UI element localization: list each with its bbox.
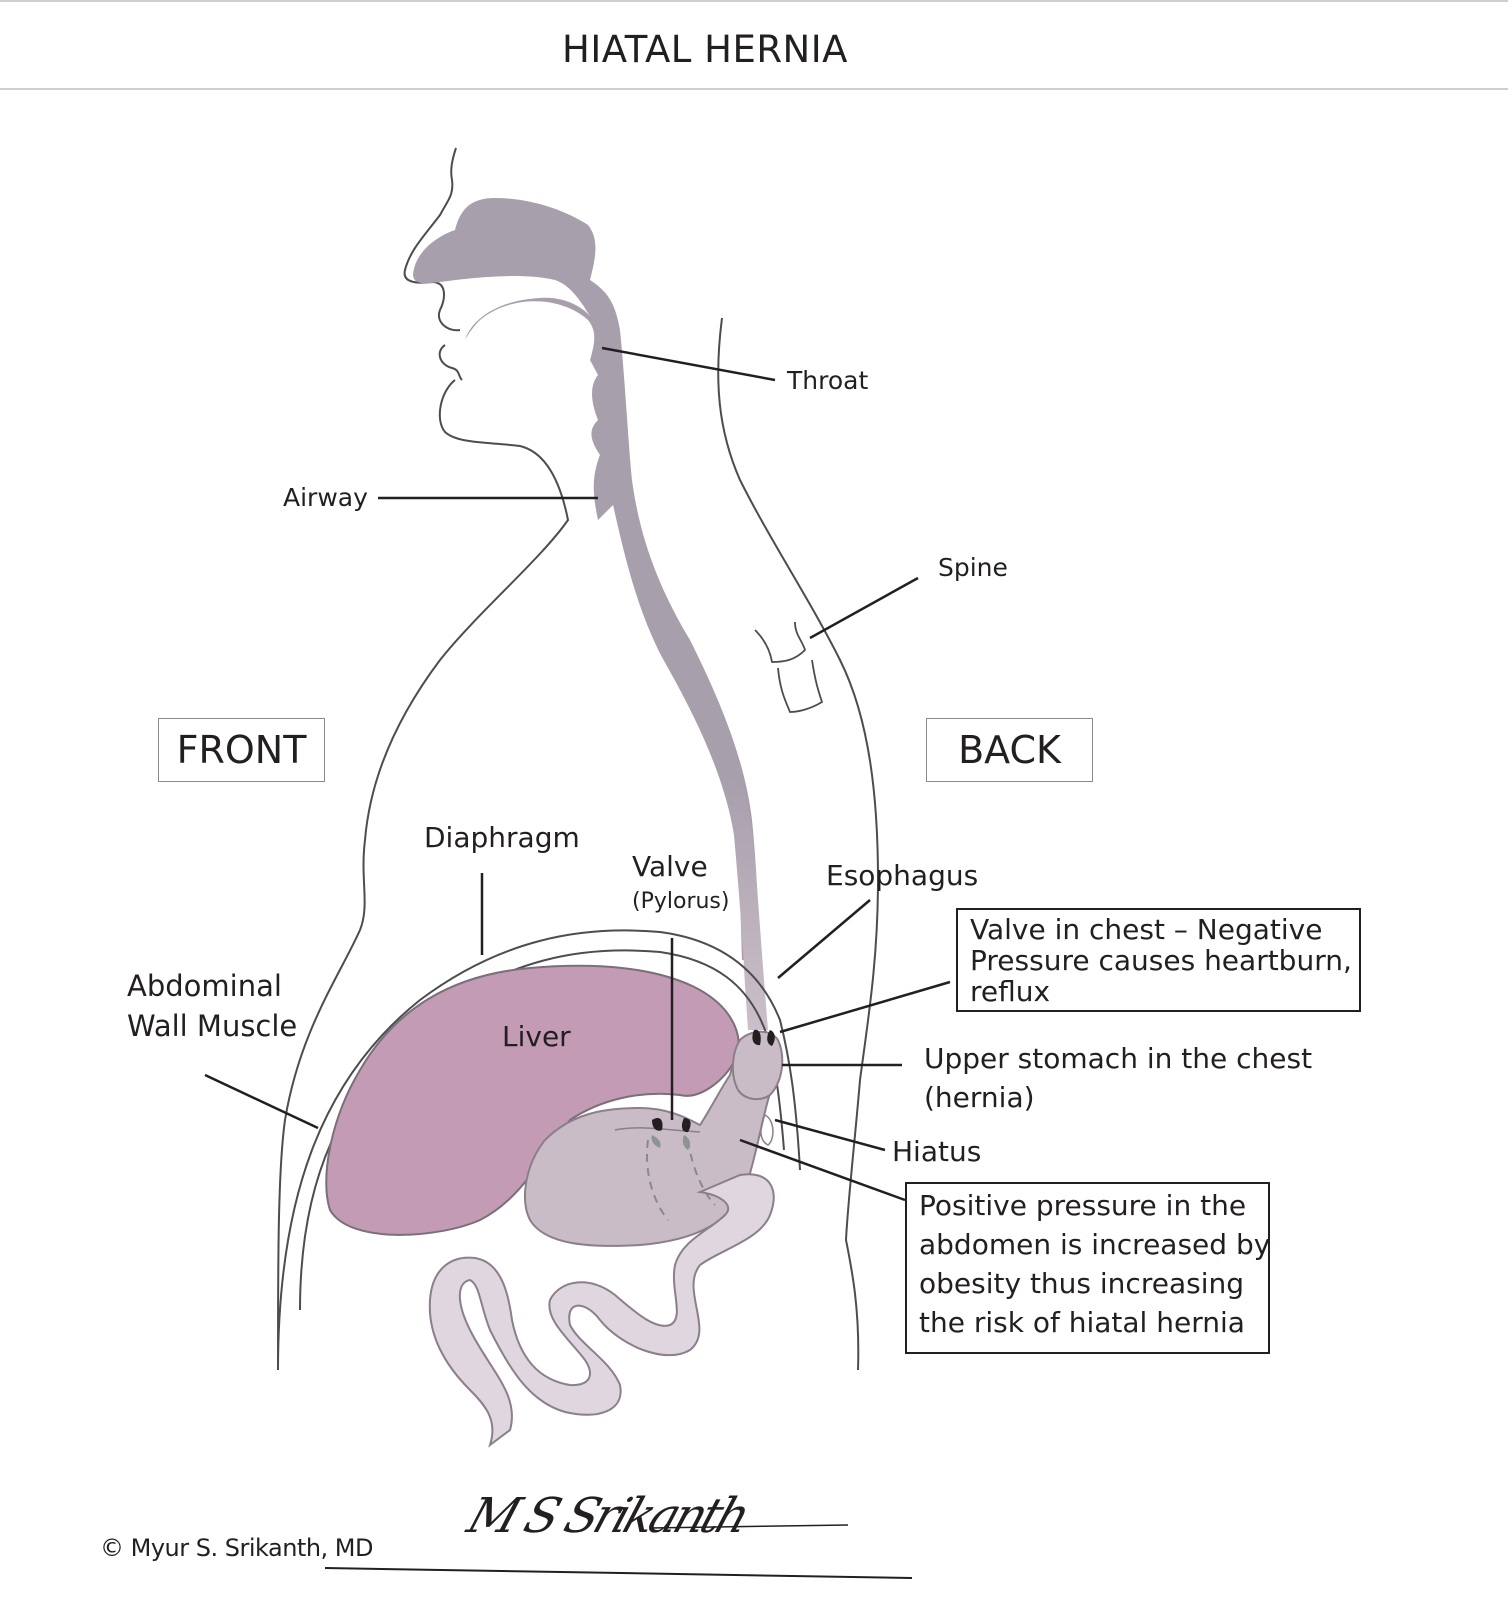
- note-pressure-line-1: Positive pressure in the: [919, 1189, 1247, 1222]
- back-orientation-label: BACK: [926, 718, 1093, 782]
- spine-vertebrae: [754, 621, 824, 713]
- note-valve-line-3: reflux: [970, 975, 1051, 1008]
- airway: [593, 455, 604, 520]
- label-upper-stomach-2: (hernia): [924, 1081, 1035, 1114]
- label-abdominal-wall-1: Abdominal: [127, 969, 282, 1003]
- author-signature: M S Srikanth: [460, 1488, 754, 1544]
- label-upper-stomach-1: Upper stomach in the chest: [924, 1042, 1313, 1075]
- note-positive-pressure: Positive pressure in the abdomen is incr…: [905, 1182, 1270, 1354]
- small-intestine: [428, 1173, 775, 1448]
- note-pressure-line-2: abdomen is increased by: [919, 1228, 1271, 1261]
- note-valve-line-1: Valve in chest – Negative: [970, 913, 1323, 946]
- label-valve-pylorus: (Pylorus): [632, 889, 730, 914]
- note-valve-line-2: Pressure causes heartburn,: [970, 944, 1352, 977]
- body-front-outline: [277, 147, 570, 1371]
- nasal-cavity: [413, 198, 760, 960]
- pylorus-valve-icon: [651, 1118, 691, 1150]
- esophageal-valve-icon: [752, 1029, 775, 1046]
- label-liver: Liver: [502, 1020, 571, 1053]
- esophagus: [612, 470, 768, 1030]
- label-spine: Spine: [938, 553, 1008, 582]
- label-diaphragm: Diaphragm: [424, 821, 580, 854]
- header-bar: HIATAL HERNIA: [0, 0, 1508, 90]
- body-back-outline: [717, 317, 880, 1371]
- front-orientation-label: FRONT: [158, 718, 325, 782]
- label-airway: Airway: [283, 483, 368, 512]
- label-valve: Valve: [632, 850, 708, 883]
- label-throat: Throat: [787, 366, 869, 395]
- label-esophagus: Esophagus: [826, 859, 979, 892]
- note-pressure-line-4: the risk of hiatal hernia: [919, 1306, 1245, 1339]
- label-abdominal-wall-2: Wall Muscle: [127, 1009, 298, 1043]
- leader-lines: [204, 346, 951, 1202]
- copyright-text: © Myur S. Srikanth, MD: [100, 1534, 373, 1562]
- note-valve-in-chest: Valve in chest – Negative Pressure cause…: [956, 908, 1361, 1012]
- label-hiatus: Hiatus: [892, 1135, 982, 1168]
- note-pressure-line-3: obesity thus increasing: [919, 1267, 1244, 1300]
- diaphragm-outer: [277, 929, 801, 1371]
- signature-underline: [324, 1567, 913, 1579]
- page-title: HIATAL HERNIA: [562, 28, 848, 71]
